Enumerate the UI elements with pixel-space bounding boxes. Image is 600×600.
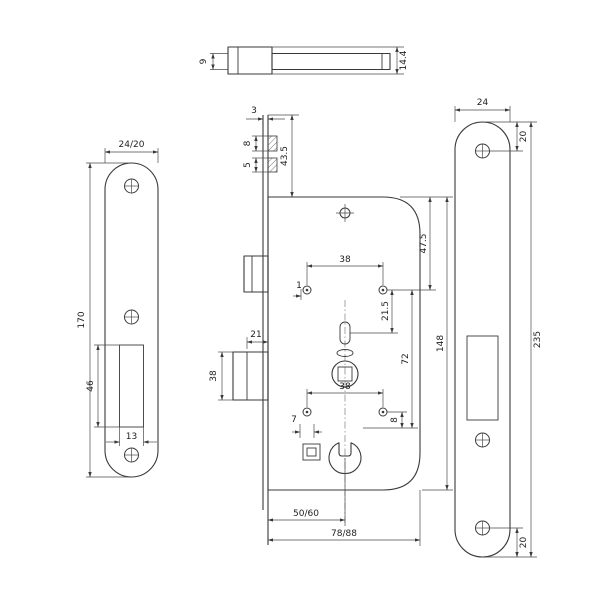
bolt-head-outline (227, 46, 273, 75)
dead-bolt (232, 351, 269, 401)
hatched-section (267, 135, 278, 152)
fixing-hole (302, 407, 312, 417)
lock-case-outline (267, 196, 421, 491)
dim-screw-line-offset-label: 47.5 (419, 233, 429, 253)
dim-plate-length-label: 235 (533, 331, 543, 348)
euro-cylinder-hole (328, 442, 362, 475)
dim-offset-small-label: 1 (296, 281, 302, 291)
dim-follower-offset-label: 21.5 (381, 301, 391, 321)
dim-bottom-screw-offset-label: 20 (519, 537, 529, 549)
dim-detail-a-label: 8 (243, 140, 253, 146)
dim-backset-label: 50/60 (293, 509, 319, 519)
lock-stump-detail (302, 443, 321, 461)
dim-faceplate-thickness-label: 3 (251, 106, 257, 116)
spindle-square-hole (337, 366, 353, 382)
stop-slot (336, 349, 354, 357)
latch-cutout (466, 335, 499, 421)
lock-case-view: 3 8 5 43.5 21 3 (209, 106, 453, 546)
dim-cylinder-offset-label: 8 (390, 417, 400, 423)
dim-top-offset-label: 43.5 (280, 146, 290, 166)
dim-bolt-throw-label: 21 (250, 330, 261, 340)
dim-screw-spacing-label: 38 (339, 255, 351, 265)
bolt-shaft-outline (271, 52, 391, 71)
spindle-side-view: 9 14.4 (199, 46, 409, 75)
long-faceplate-view: 24 20 235 20 (454, 98, 543, 558)
dim-detail-c-label: 7 (291, 415, 297, 425)
lock-stump-inner (306, 447, 317, 457)
fixing-hole-center (305, 410, 309, 414)
faceplate-outline (104, 162, 159, 478)
dim-plate-width-label: 24 (477, 98, 489, 108)
dim-case-height-label: 148 (436, 335, 446, 352)
dim-plate-length-label: 170 (77, 311, 87, 328)
dim-lower-spacing-label: 38 (339, 382, 351, 392)
hatched-section (267, 157, 278, 173)
latch-cutout (119, 344, 144, 428)
fixing-hole-center (381, 410, 385, 414)
latch-bolt (243, 255, 269, 293)
dim-bolt-height-label: 38 (209, 370, 219, 382)
fixing-hole-center (381, 288, 385, 292)
dim-spindle-to-cylinder-label: 72 (401, 353, 411, 364)
dim-detail-b-label: 5 (243, 162, 253, 168)
dim-top-screw-offset-label: 20 (519, 131, 529, 143)
short-faceplate-view: 24/20 170 46 13 (77, 140, 159, 478)
dim-head-height-label: 14.4 (399, 50, 409, 70)
faceplate-outline (454, 121, 511, 558)
fixing-hole-center (305, 288, 309, 292)
dim-case-depth-label: 78/88 (331, 529, 357, 539)
fixing-hole (302, 285, 312, 295)
dim-plate-width-label: 24/20 (119, 140, 145, 150)
follower-hub (331, 360, 359, 388)
dim-cutout-length-label: 46 (86, 380, 96, 392)
dim-spindle-height-label: 9 (199, 58, 209, 64)
dim-cutout-width-label: 13 (126, 432, 137, 442)
